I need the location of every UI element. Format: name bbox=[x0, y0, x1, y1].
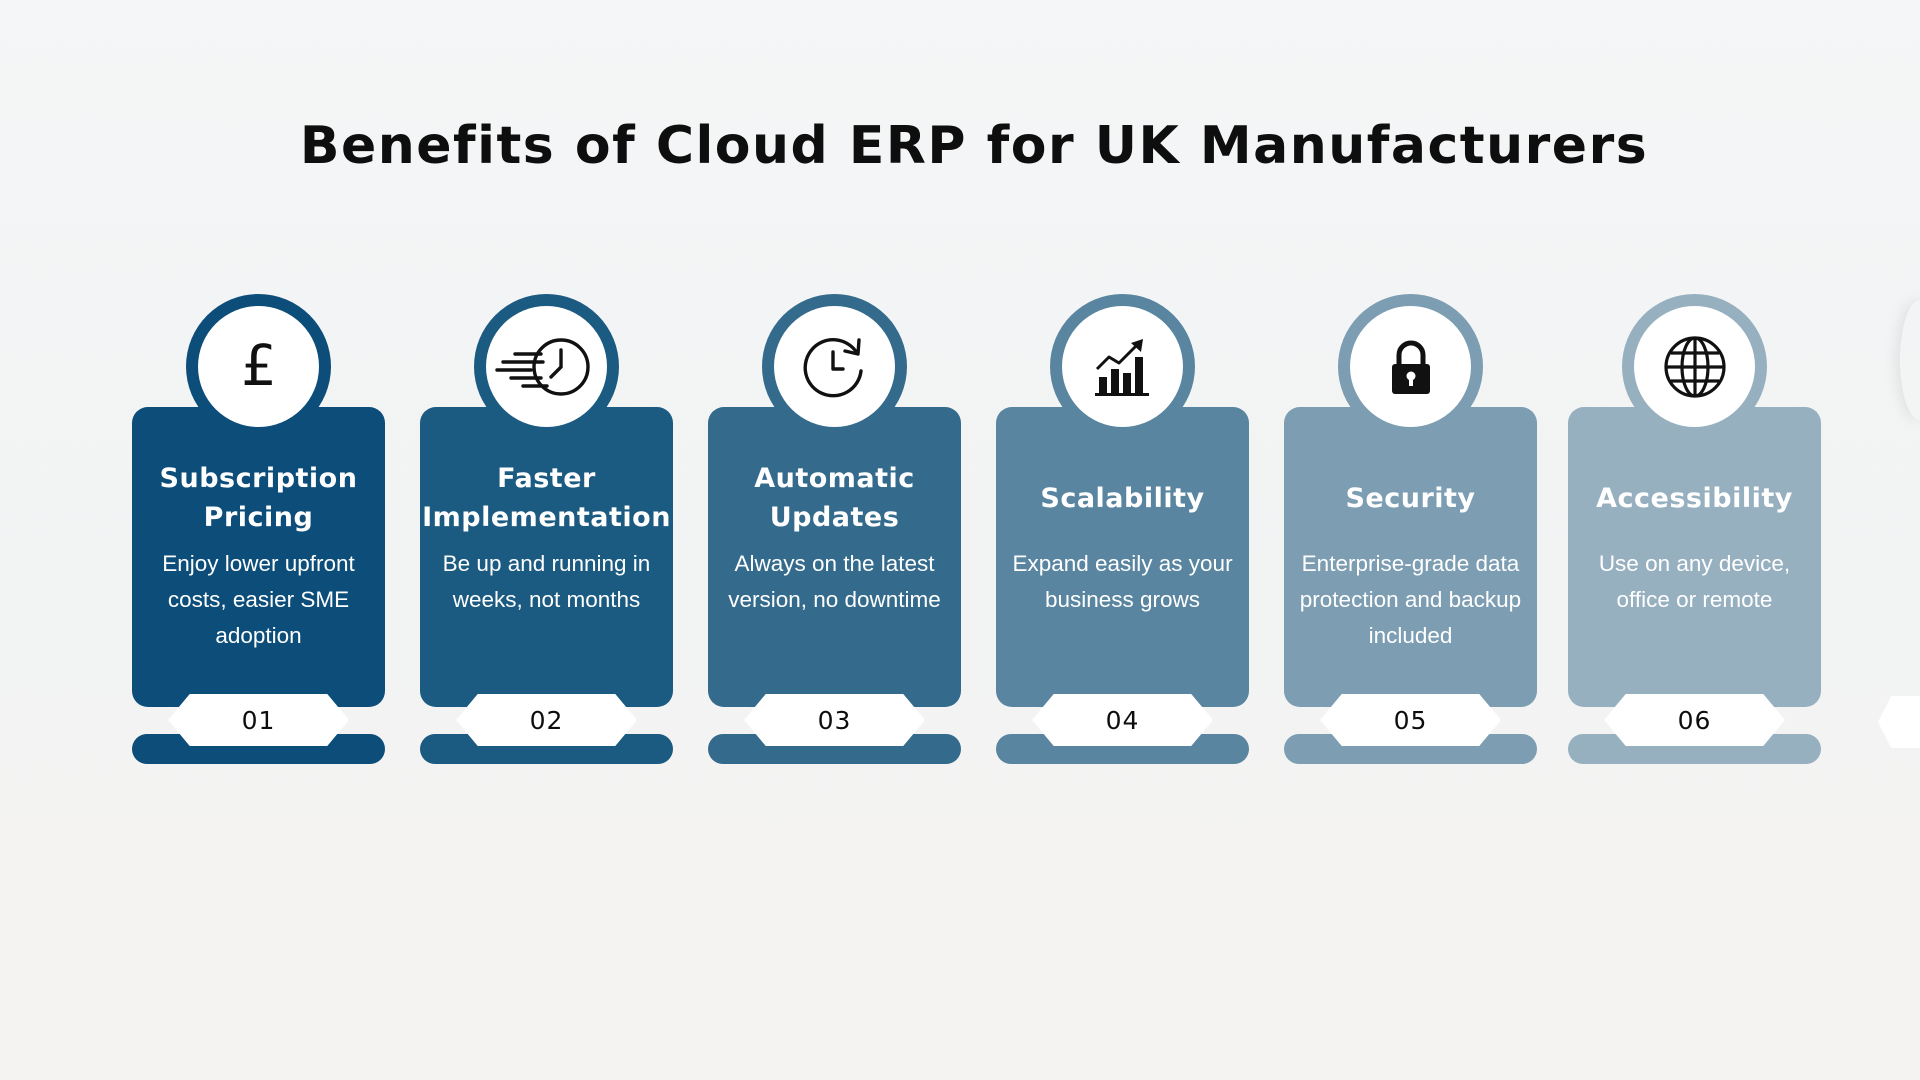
page-title: Benefits of Cloud ERP for UK Manufacture… bbox=[299, 116, 1649, 176]
card-number: 04 bbox=[1032, 694, 1213, 746]
card-number: 05 bbox=[1320, 694, 1501, 746]
offscreen-number-tab bbox=[1878, 696, 1920, 748]
card-heading: Faster Implementation bbox=[422, 463, 671, 533]
card-description: Always on the latest version, no downtim… bbox=[728, 551, 941, 612]
benefit-card-accessibility: Accessibility Use on any device, office … bbox=[1568, 290, 1821, 765]
card-description: Enjoy lower upfront costs, easier SME ad… bbox=[162, 551, 355, 648]
refresh-clock-icon bbox=[774, 306, 895, 427]
card-heading: Security bbox=[1345, 482, 1476, 514]
card-heading: Automatic Updates bbox=[754, 463, 915, 533]
card-number: 02 bbox=[456, 694, 637, 746]
card-heading: Subscription Pricing bbox=[159, 463, 358, 533]
card-body bbox=[420, 407, 673, 707]
card-description: Enterprise-grade data protection and bac… bbox=[1299, 551, 1522, 648]
growth-chart-icon bbox=[1062, 306, 1183, 427]
card-body bbox=[132, 407, 385, 707]
card-heading: Scalability bbox=[1040, 482, 1205, 514]
benefit-card-security: Security Enterprise-grade data protectio… bbox=[1284, 290, 1537, 765]
globe-icon bbox=[1634, 306, 1755, 427]
lock-icon bbox=[1350, 306, 1471, 427]
card-description: Use on any device, office or remote bbox=[1598, 551, 1791, 612]
card-body bbox=[996, 407, 1249, 707]
svg-text:£: £ bbox=[241, 335, 277, 399]
benefit-card-subscription-pricing: £ Subscription Pricing Enjoy lower upfro… bbox=[132, 290, 385, 765]
benefit-card-automatic-updates: Automatic Updates Always on the latest v… bbox=[708, 290, 961, 765]
card-body bbox=[708, 407, 961, 707]
card-heading: Accessibility bbox=[1596, 482, 1793, 514]
card-description: Be up and running in weeks, not months bbox=[442, 551, 651, 612]
card-number: 06 bbox=[1604, 694, 1785, 746]
benefit-card-scalability: Scalability Expand easily as your busine… bbox=[996, 290, 1249, 765]
card-description: Expand easily as your business grows bbox=[1012, 551, 1233, 612]
card-number: 03 bbox=[744, 694, 925, 746]
offscreen-card-edge bbox=[1900, 300, 1920, 420]
benefit-card-faster-implementation: Faster Implementation Be up and running … bbox=[420, 290, 673, 765]
pound-icon: £ bbox=[198, 306, 319, 427]
card-body bbox=[1568, 407, 1821, 707]
fast-clock-icon bbox=[486, 306, 607, 427]
card-number: 01 bbox=[168, 694, 349, 746]
card-body bbox=[1284, 407, 1537, 707]
